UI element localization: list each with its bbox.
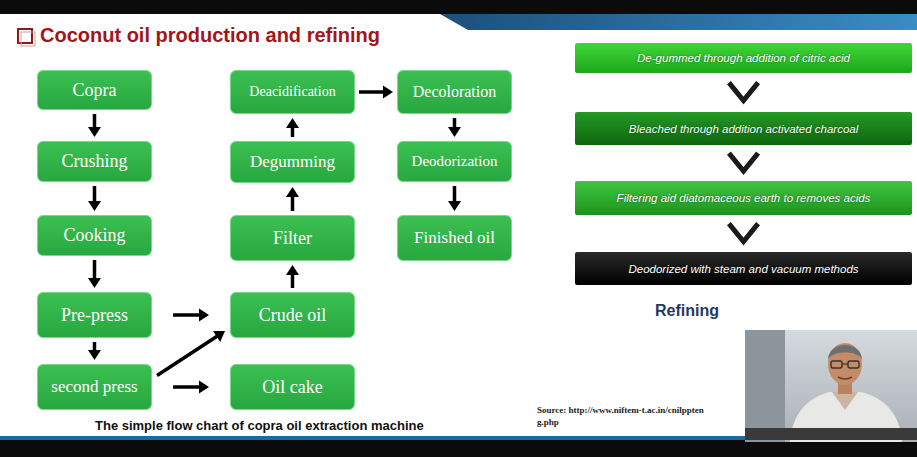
flow-arrow <box>88 186 101 211</box>
process-box: Copra <box>37 70 152 110</box>
chevron-arrow <box>731 155 757 171</box>
arrow-head <box>383 86 393 99</box>
process-box: Oil cake <box>230 364 355 410</box>
arrow-head <box>88 350 101 360</box>
process-box: Degumming <box>230 141 355 183</box>
arrow-shaft <box>157 336 217 375</box>
box-label: Deacidification <box>249 84 335 100</box>
flow-arrow <box>286 187 299 211</box>
flow-arrow <box>286 265 299 288</box>
chevron-arrow <box>731 85 757 101</box>
flow-arrow <box>448 118 461 137</box>
arrow-shaft <box>291 196 295 211</box>
arrow-head <box>286 265 299 275</box>
arrow-shaft <box>93 260 97 279</box>
arrow-shaft <box>173 385 200 389</box>
box-label: second press <box>51 377 137 397</box>
process-box: Deacidification <box>230 70 355 114</box>
flow-arrow <box>173 309 209 322</box>
title-bullet-shadow <box>21 32 35 46</box>
process-box: Pre-press <box>37 292 152 338</box>
arrow-head <box>88 127 101 137</box>
presenter-video <box>745 330 917 442</box>
arrow-head <box>213 331 225 342</box>
title-bullet <box>18 29 32 43</box>
arrow-shaft <box>359 90 384 94</box>
process-box: Cooking <box>37 215 152 256</box>
process-box: Deodorization <box>397 141 512 182</box>
bottom-bar <box>0 440 917 457</box>
box-label: Decoloration <box>413 83 497 101</box>
slide-title: Coconut oil production and refining <box>40 24 380 47</box>
box-label: Oil cake <box>262 377 322 398</box>
box-label: Crushing <box>61 151 127 172</box>
arrow-shaft <box>93 342 97 351</box>
chart-caption: The simple flow chart of copra oil extra… <box>95 418 424 433</box>
flow-arrow <box>731 226 757 242</box>
box-label: Pre-press <box>61 305 128 326</box>
arrow-head <box>448 201 461 211</box>
flow-arrow <box>88 114 101 137</box>
flow-arrow <box>731 155 757 171</box>
arrow-head <box>88 278 101 288</box>
arrow-head <box>88 201 101 211</box>
process-box: Finished oil <box>397 215 512 261</box>
arrow-shaft <box>93 186 97 202</box>
box-label: Deodorization <box>412 153 498 170</box>
flow-arrow <box>448 186 461 211</box>
arrow-shaft <box>453 186 457 202</box>
arrow-head <box>199 309 209 322</box>
refining-step: Filtering aid diatomaceous earth to remo… <box>575 181 912 215</box>
box-label: Finished oil <box>414 228 495 248</box>
source-note: Source: http://www.niftem-t.ac.in/cnilpp… <box>537 404 707 428</box>
section-label: Refining <box>655 302 719 320</box>
arrow-head <box>286 187 299 197</box>
top-bar <box>0 0 917 14</box>
box-label: Cooking <box>63 225 125 246</box>
box-label: Crude oil <box>259 305 327 326</box>
top-accent <box>440 14 917 30</box>
box-label: Filter <box>273 228 312 249</box>
chevron-arrow <box>731 226 757 242</box>
arrow-head <box>199 381 209 394</box>
arrow-shaft <box>291 127 295 137</box>
arrow-shaft <box>173 313 200 317</box>
flow-arrow <box>157 331 225 375</box>
process-box: Crude oil <box>230 292 355 338</box>
process-box: Decoloration <box>397 70 512 114</box>
flow-arrow <box>173 381 209 394</box>
flow-arrow <box>731 85 757 101</box>
step-text: Bleached through addition activated char… <box>629 123 859 135</box>
arrow-shaft <box>453 118 457 128</box>
arrow-shaft <box>291 274 295 288</box>
box-label: Degumming <box>250 152 335 172</box>
process-box: Filter <box>230 215 355 261</box>
arrow-head <box>448 127 461 137</box>
refining-step: Deodorized with steam and vacuum methods <box>575 252 912 285</box>
box-label: Copra <box>73 80 117 101</box>
process-box: second press <box>37 364 152 410</box>
arrow-head <box>286 118 299 128</box>
step-text: Deodorized with steam and vacuum methods <box>628 263 858 275</box>
flow-arrow <box>359 86 393 99</box>
flow-arrow <box>88 260 101 288</box>
step-text: Filtering aid diatomaceous earth to remo… <box>617 192 871 204</box>
flow-arrow <box>286 118 299 137</box>
step-text: De-gummed through addition of citric aci… <box>637 52 850 64</box>
flow-arrow <box>88 342 101 360</box>
refining-step: De-gummed through addition of citric aci… <box>575 43 912 73</box>
refining-step: Bleached through addition activated char… <box>575 112 912 145</box>
arrow-shaft <box>93 114 97 128</box>
process-box: Crushing <box>37 141 152 182</box>
